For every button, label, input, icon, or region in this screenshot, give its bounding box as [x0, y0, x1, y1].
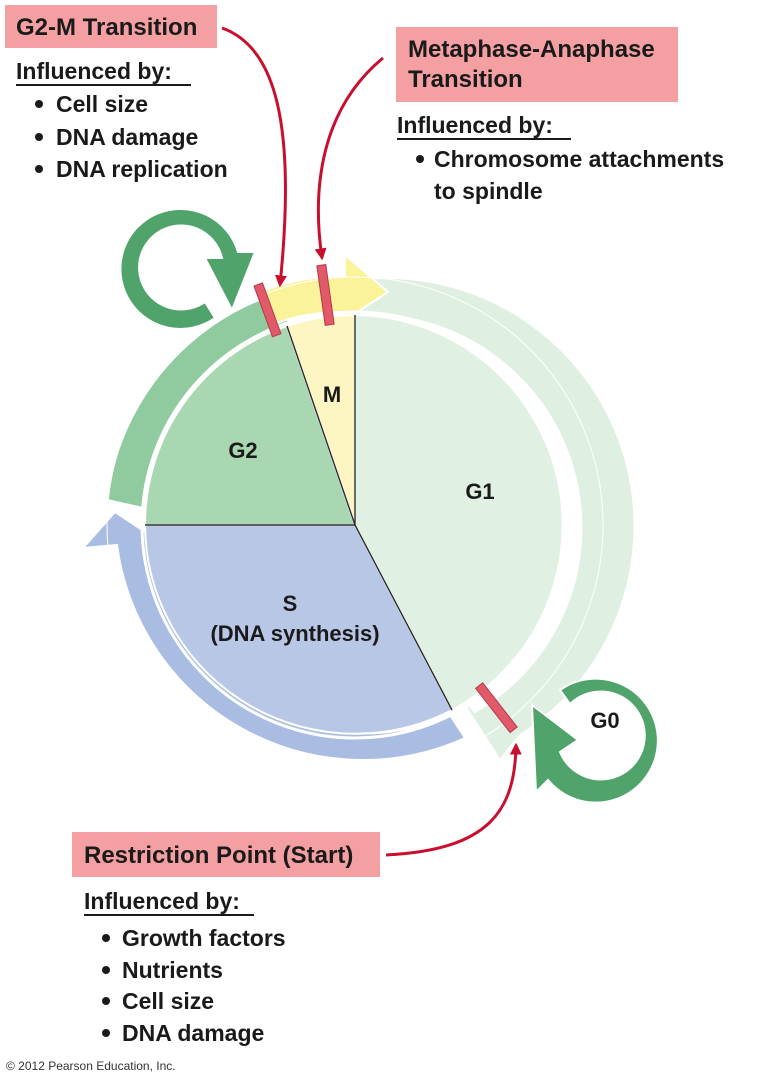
- restriction-factor: Cell size: [122, 988, 214, 1014]
- bullet: [102, 934, 110, 942]
- g2m-pointer-arrow: [221, 26, 287, 288]
- metaphase-checkpoint-bar: [316, 264, 335, 326]
- metaphase-influenced-heading: Influenced by:: [397, 112, 553, 138]
- metaphase-title-line2: Transition: [408, 66, 523, 93]
- g0-loop-arrow: [530, 677, 659, 804]
- bullet: [35, 133, 43, 141]
- bullet: [416, 155, 424, 163]
- g2m-factor: DNA replication: [56, 156, 228, 182]
- bullet: [102, 966, 110, 974]
- phase-label-m: M: [323, 382, 341, 407]
- outer-circle-outline: [106, 276, 604, 774]
- inner-circle-outline: [140, 310, 570, 740]
- g2-slice: [143, 324, 357, 526]
- g2m-factor: Cell size: [56, 91, 148, 117]
- g1-arc: [354, 277, 636, 762]
- bullet: [102, 1029, 110, 1037]
- metaphase-label-box: [396, 27, 678, 102]
- phase-label-s-subtitle: (DNA synthesis): [210, 621, 379, 646]
- g2m-factor: DNA damage: [56, 124, 198, 150]
- restriction-pointer-arrow: [385, 742, 522, 857]
- g2m-label-box: [5, 5, 217, 48]
- metaphase-title-line1: Metaphase-Anaphase: [408, 36, 655, 63]
- restriction-factor: Nutrients: [122, 957, 223, 983]
- g2-loop-arrow: [119, 207, 257, 330]
- restriction-factor: DNA damage: [122, 1020, 264, 1046]
- bullet: [35, 165, 43, 173]
- bullet: [102, 997, 110, 1005]
- phase-label-s: S: [283, 591, 298, 616]
- metaphase-factor-line1: Chromosome attachments: [434, 146, 724, 172]
- g2m-influenced-heading: Influenced by:: [16, 58, 172, 84]
- metaphase-pointer-arrow: [314, 56, 384, 261]
- restriction-checkpoint-bar: [474, 682, 518, 734]
- s-slice: [143, 524, 454, 735]
- g2m-title: G2-M Transition: [16, 14, 197, 41]
- phase-label-g1: G1: [465, 479, 494, 504]
- bullet: [35, 100, 43, 108]
- g2m-checkpoint-bar: [253, 282, 282, 338]
- copyright-notice: © 2012 Pearson Education, Inc.: [6, 1059, 176, 1073]
- metaphase-factor-line2: to spindle: [434, 178, 543, 204]
- restriction-influenced-heading: Influenced by:: [84, 888, 240, 914]
- restriction-title: Restriction Point (Start): [84, 842, 353, 869]
- g1-slice: [354, 313, 564, 712]
- phase-label-g0: G0: [590, 708, 619, 733]
- restriction-factor: Growth factors: [122, 925, 286, 951]
- phase-label-g2: G2: [228, 438, 257, 463]
- restriction-label-box: [72, 832, 380, 877]
- slice-dividers: [145, 315, 453, 711]
